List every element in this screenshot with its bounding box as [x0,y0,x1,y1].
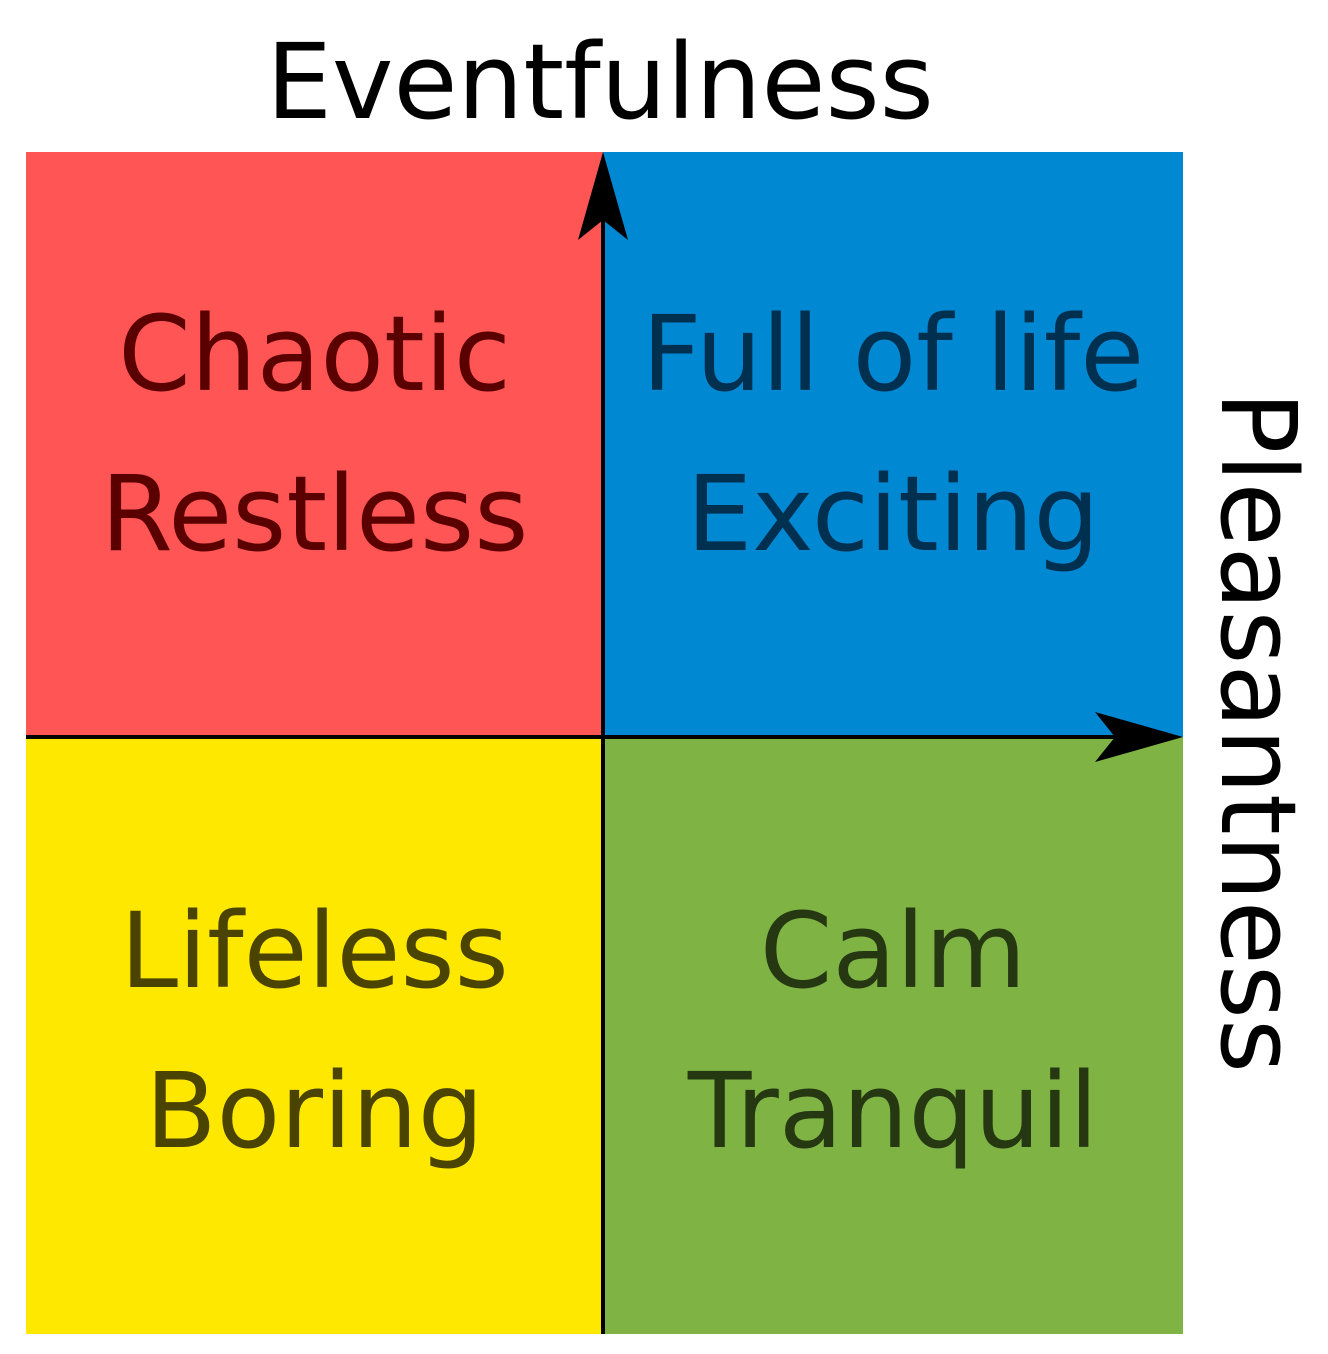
quadrant-label-line1: Calm [759,889,1027,1012]
quadrant-label-line1: Lifeless [120,889,509,1012]
quadrant-label-line2: Tranquil [687,1049,1099,1172]
quadrant-calm-tranquil: Calm Tranquil [603,737,1183,1334]
quadrant-label-line2: Boring [145,1049,484,1172]
quadrant-label: Full of life Exciting [642,274,1145,594]
quadrant-label-line2: Exciting [686,452,1100,575]
quadrant-label-line1: Chaotic [118,292,511,415]
quadrant-label: Calm Tranquil [688,871,1098,1191]
quadrant-chaotic-restless: Chaotic Restless [26,152,603,737]
eventfulness-axis-title: Eventfulness [266,21,934,143]
quadrant-label: Lifeless Boring [120,871,509,1191]
quadrant-full-of-life-exciting: Full of life Exciting [603,152,1183,737]
pleasantness-axis-title: Pleasantness [1197,390,1319,1074]
pleasantness-axis-title-wrapper: Pleasantness [1197,358,1319,1106]
quadrant-label-line2: Restless [100,452,529,575]
quadrant-label: Chaotic Restless [101,274,529,594]
quadrant-lifeless-boring: Lifeless Boring [26,737,603,1334]
quadrant-label-line1: Full of life [641,292,1145,415]
